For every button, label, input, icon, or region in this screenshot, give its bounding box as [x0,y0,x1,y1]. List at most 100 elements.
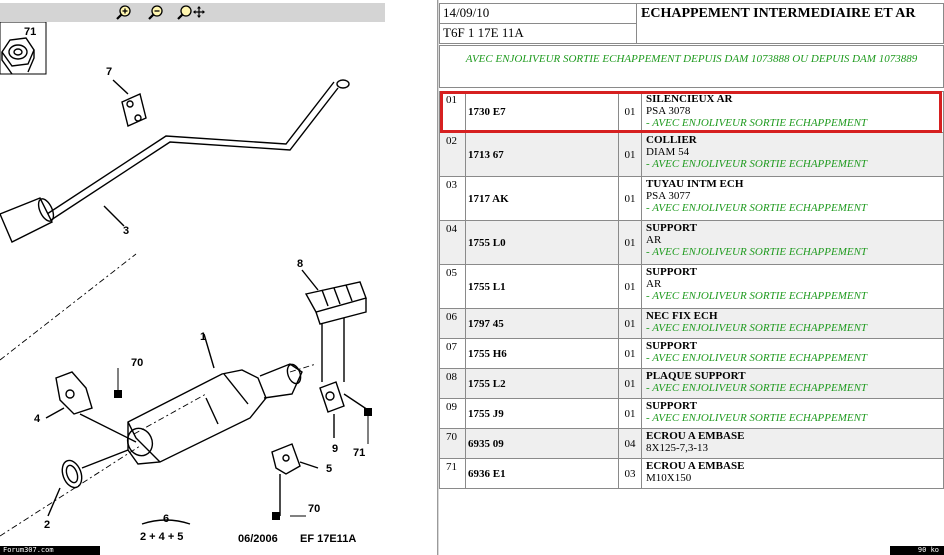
part-quantity: 01 [619,399,642,428]
part-description: SUPPORT- AVEC ENJOLIVEUR SORTIE ECHAPPEM… [642,399,943,428]
part-description: NEC FIX ECH- AVEC ENJOLIVEUR SORTIE ECHA… [642,309,943,338]
part-description: SUPPORT- AVEC ENJOLIVEUR SORTIE ECHAPPEM… [642,339,943,368]
part-note: - AVEC ENJOLIVEUR SORTIE ECHAPPEMENT [646,412,868,424]
callout-2: 2 [44,519,50,531]
callout-6: 6 [163,513,169,525]
part-position: 70 [440,429,466,458]
header-date: 14/09/10 [439,3,637,24]
part-reference[interactable]: 1755 L0 [466,221,619,264]
callout-71-right: 71 [353,447,365,459]
diagram-reference: EF 17E11A [300,533,356,545]
part-title: PLAQUE SUPPORT [646,370,746,382]
part-title: SILENCIEUX AR [646,93,733,105]
callout-70-left: 70 [131,357,143,369]
part-reference[interactable]: 1713 67 [466,133,619,176]
part-position: 71 [440,459,466,488]
part-spec: AR [646,234,662,246]
part-position: 04 [440,221,466,264]
part-position: 01 [440,92,466,132]
part-note: - AVEC ENJOLIVEUR SORTIE ECHAPPEMENT [646,382,868,394]
callout-9: 9 [332,443,338,455]
part-note: - AVEC ENJOLIVEUR SORTIE ECHAPPEMENT [646,352,868,364]
part-note: - AVEC ENJOLIVEUR SORTIE ECHAPPEMENT [646,202,868,214]
exhaust-exploded-diagram: 71 7 3 8 1 70 4 9 71 5 2 70 6 2 + 4 + 5 … [0,22,372,545]
callout-8: 8 [297,258,303,270]
callout-71-top: 71 [24,26,36,38]
part-note: - AVEC ENJOLIVEUR SORTIE ECHAPPEMENT [646,246,868,258]
part-note: - AVEC ENJOLIVEUR SORTIE ECHAPPEMENT [646,322,868,334]
site-watermark: Forum307.com [0,546,100,555]
part-spec: DIAM 54 [646,146,690,158]
part-quantity: 01 [619,309,642,338]
zoom-out-icon[interactable] [147,4,165,21]
part-description: PLAQUE SUPPORT- AVEC ENJOLIVEUR SORTIE E… [642,369,943,398]
header-table: 14/09/10 ECHAPPEMENT INTERMEDIAIRE ET AR… [439,3,944,44]
part-position: 05 [440,265,466,308]
part-note: - AVEC ENJOLIVEUR SORTIE ECHAPPEMENT [646,117,868,129]
header-code: T6F 1 17E 11A [439,23,637,44]
part-quantity: 04 [619,429,642,458]
zoom-move-icon[interactable] [176,4,206,21]
diagram-date: 06/2006 [238,533,278,545]
callout-5: 5 [326,463,332,475]
zoom-in-icon[interactable] [115,4,133,21]
part-note: - AVEC ENJOLIVEUR SORTIE ECHAPPEMENT [646,158,868,170]
part-title: COLLIER [646,134,697,146]
part-reference[interactable]: 1717 AK [466,177,619,220]
part-position: 08 [440,369,466,398]
part-position: 02 [440,133,466,176]
part-quantity: 01 [619,177,642,220]
part-spec: 8X125-7,3-13 [646,442,709,454]
part-position: 09 [440,399,466,428]
part-reference[interactable]: 1755 J9 [466,399,619,428]
header-title: ECHAPPEMENT INTERMEDIAIRE ET AR [636,3,944,44]
diagram-panel: 71 7 3 8 1 70 4 9 71 5 2 70 6 2 + 4 + 5 … [0,0,437,555]
part-title: SUPPORT [646,340,697,352]
callout-1: 1 [200,331,206,343]
callout-4: 4 [34,413,41,425]
part-title: TUYAU INTM ECH [646,178,744,190]
part-quantity: 01 [619,133,642,176]
part-quantity: 01 [619,369,642,398]
part-spec: AR [646,278,662,290]
part-reference[interactable]: 1797 45 [466,309,619,338]
panel-divider[interactable] [437,0,439,555]
zoom-toolbar [0,3,385,22]
part-reference[interactable]: 1730 E7 [466,92,619,132]
parts-panel: 14/09/10 ECHAPPEMENT INTERMEDIAIRE ET AR… [439,0,944,555]
callout-70-bottom: 70 [308,503,320,515]
callout-3: 3 [123,225,129,237]
part-title: ECROU A EMBASE [646,460,745,472]
part-reference[interactable]: 1755 L1 [466,265,619,308]
part-title: SUPPORT [646,266,697,278]
part-reference[interactable]: 6935 09 [466,429,619,458]
part-quantity: 01 [619,221,642,264]
part-spec: PSA 3078 [646,105,691,117]
part-reference[interactable]: 1755 H6 [466,339,619,368]
applicability-note: AVEC ENJOLIVEUR SORTIE ECHAPPEMENT DEPUI… [439,45,944,88]
part-position: 03 [440,177,466,220]
part-title: SUPPORT [646,400,697,412]
part-reference[interactable]: 6936 E1 [466,459,619,488]
part-quantity: 03 [619,459,642,488]
part-reference[interactable]: 1755 L2 [466,369,619,398]
